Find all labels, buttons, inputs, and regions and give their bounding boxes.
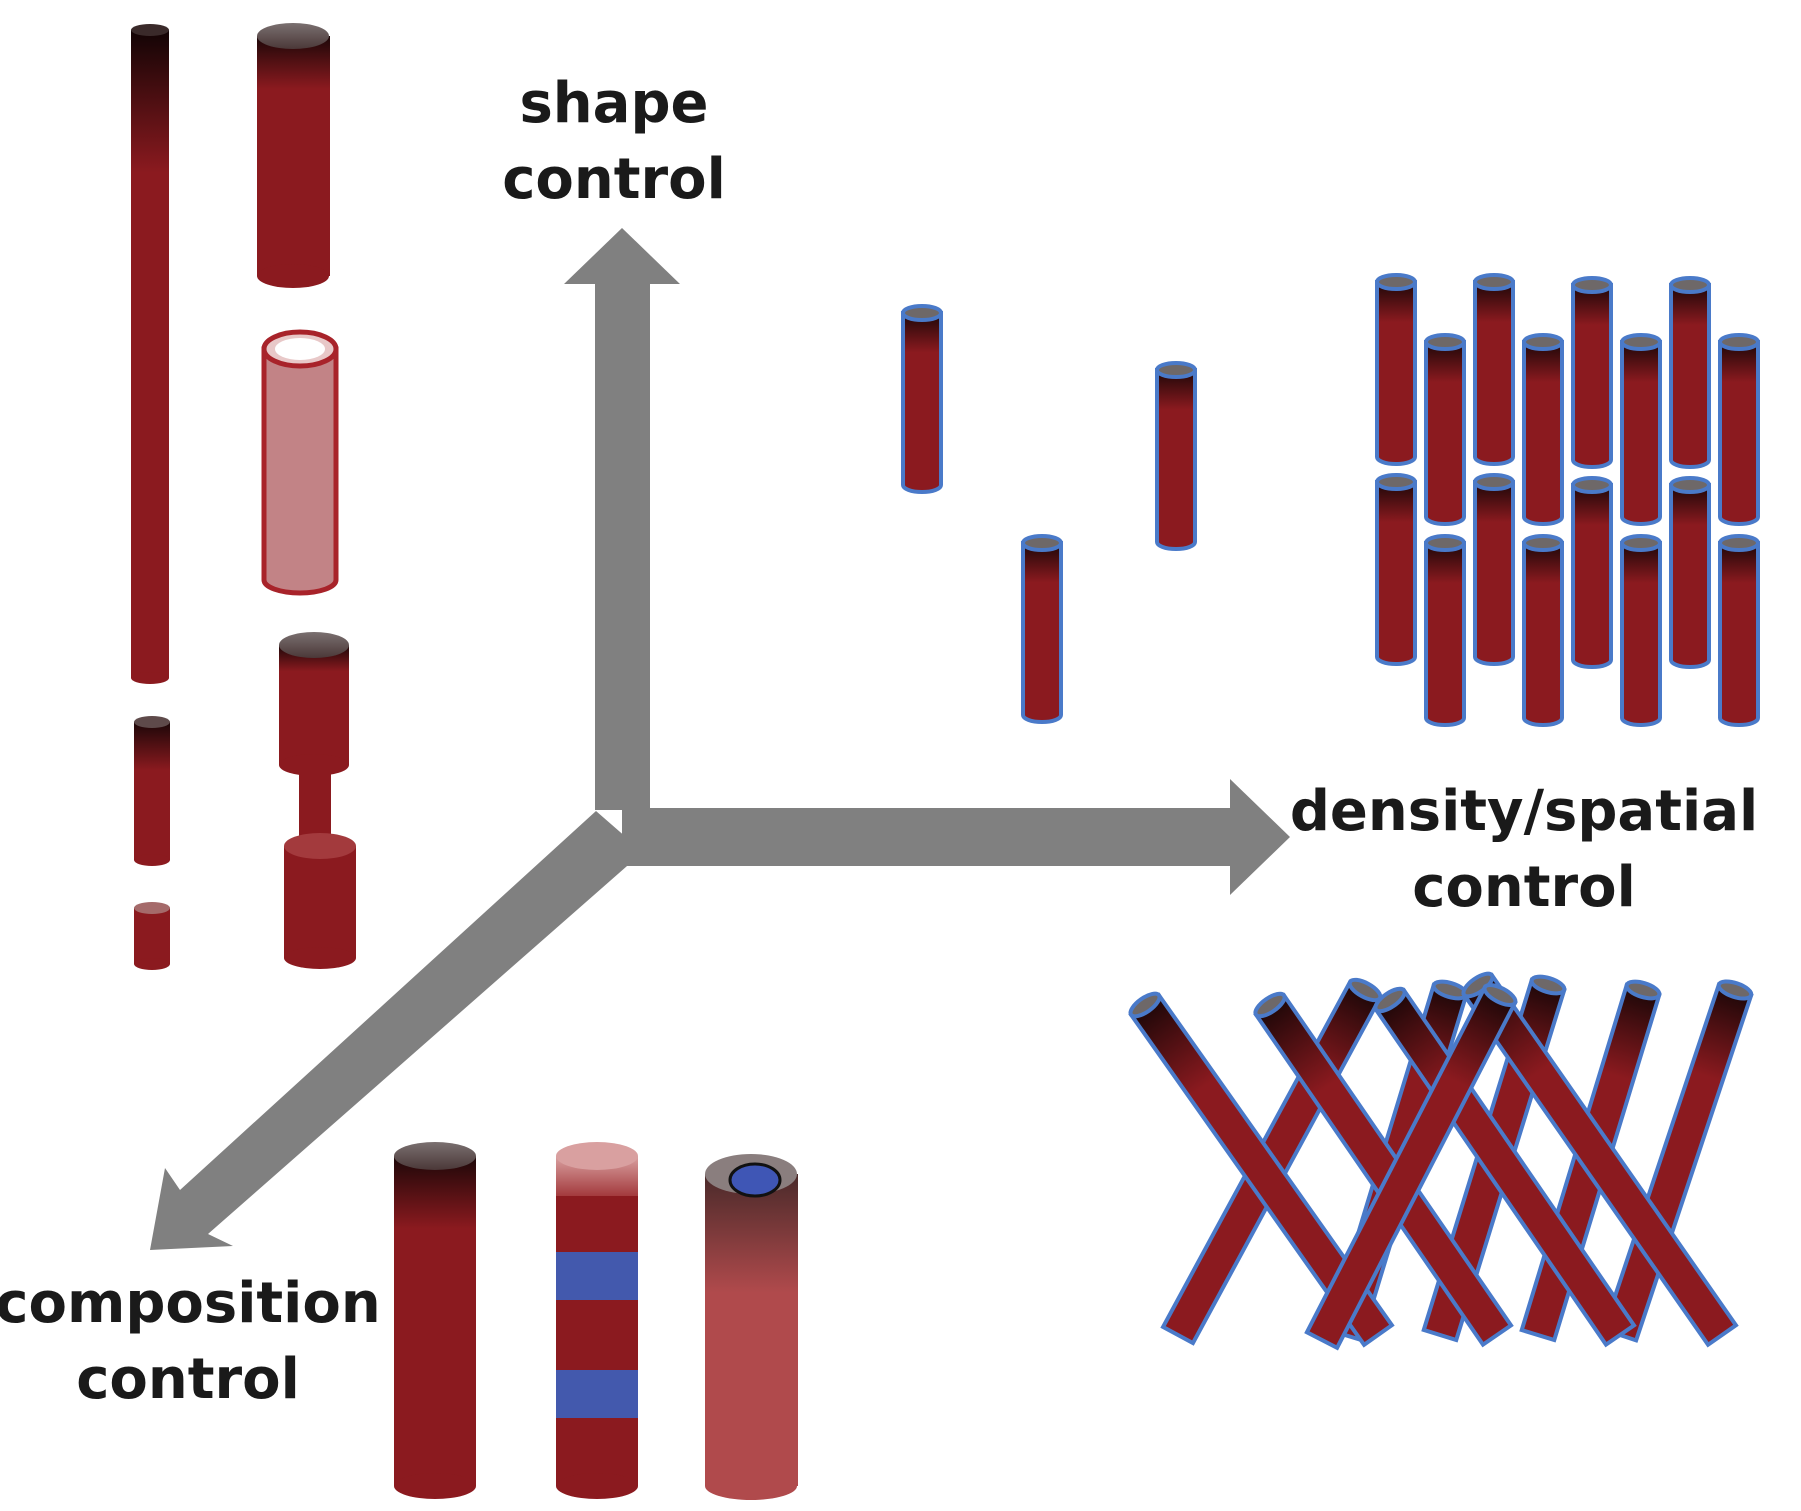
dense-wire xyxy=(1424,534,1466,727)
mesh-rod xyxy=(1304,983,1518,1351)
density-label-line2: control xyxy=(1412,855,1636,920)
shape-label-line1: shape xyxy=(519,71,708,136)
dense-wire xyxy=(1620,534,1662,727)
dense-wire xyxy=(1375,473,1417,666)
dense-wire xyxy=(1473,273,1515,466)
axes xyxy=(150,228,1290,1250)
density-axis-arrow xyxy=(622,779,1290,895)
dense-wire xyxy=(1620,333,1662,526)
sparse-wire xyxy=(1021,534,1063,724)
dense-wire xyxy=(1571,276,1613,469)
density-label-line1: density/spatial xyxy=(1290,779,1758,844)
thick-nanowire xyxy=(257,23,330,288)
dense-wire xyxy=(1522,534,1564,727)
hollow-nanotube xyxy=(261,329,339,596)
composition-label-line1: composition xyxy=(0,1271,381,1336)
dense-wire xyxy=(1669,276,1711,469)
sparse-wire xyxy=(901,304,943,494)
long-nanowire xyxy=(131,24,169,684)
core-shell-nanowire xyxy=(705,1154,798,1500)
mesh-rod xyxy=(1128,991,1395,1348)
short-segment-nanowire xyxy=(134,716,170,970)
dense-wire xyxy=(1375,273,1417,466)
sparse-wire xyxy=(1155,361,1197,551)
composition-group xyxy=(394,1142,798,1500)
dense-wire xyxy=(1718,333,1760,526)
dense-wire xyxy=(1473,473,1515,666)
density-group xyxy=(901,273,1760,1351)
dense-wire xyxy=(1718,534,1760,727)
shape-group xyxy=(131,23,356,970)
dense-wire xyxy=(1424,333,1466,526)
composition-axis-arrow xyxy=(150,811,643,1250)
sparse-array xyxy=(901,304,1197,724)
shape-axis-arrow xyxy=(564,228,680,810)
dumbbell-nanowire xyxy=(279,632,356,969)
striped-nanowire xyxy=(556,1142,638,1499)
shape-label-line2: control xyxy=(502,147,726,212)
dense-wire xyxy=(1669,476,1711,669)
crossed-mesh xyxy=(1128,971,1754,1351)
dense-wire xyxy=(1571,476,1613,669)
composition-label-line2: control xyxy=(76,1347,300,1412)
gradient-nanowire xyxy=(394,1142,476,1499)
dense-array xyxy=(1375,273,1760,727)
dense-wire xyxy=(1522,333,1564,526)
